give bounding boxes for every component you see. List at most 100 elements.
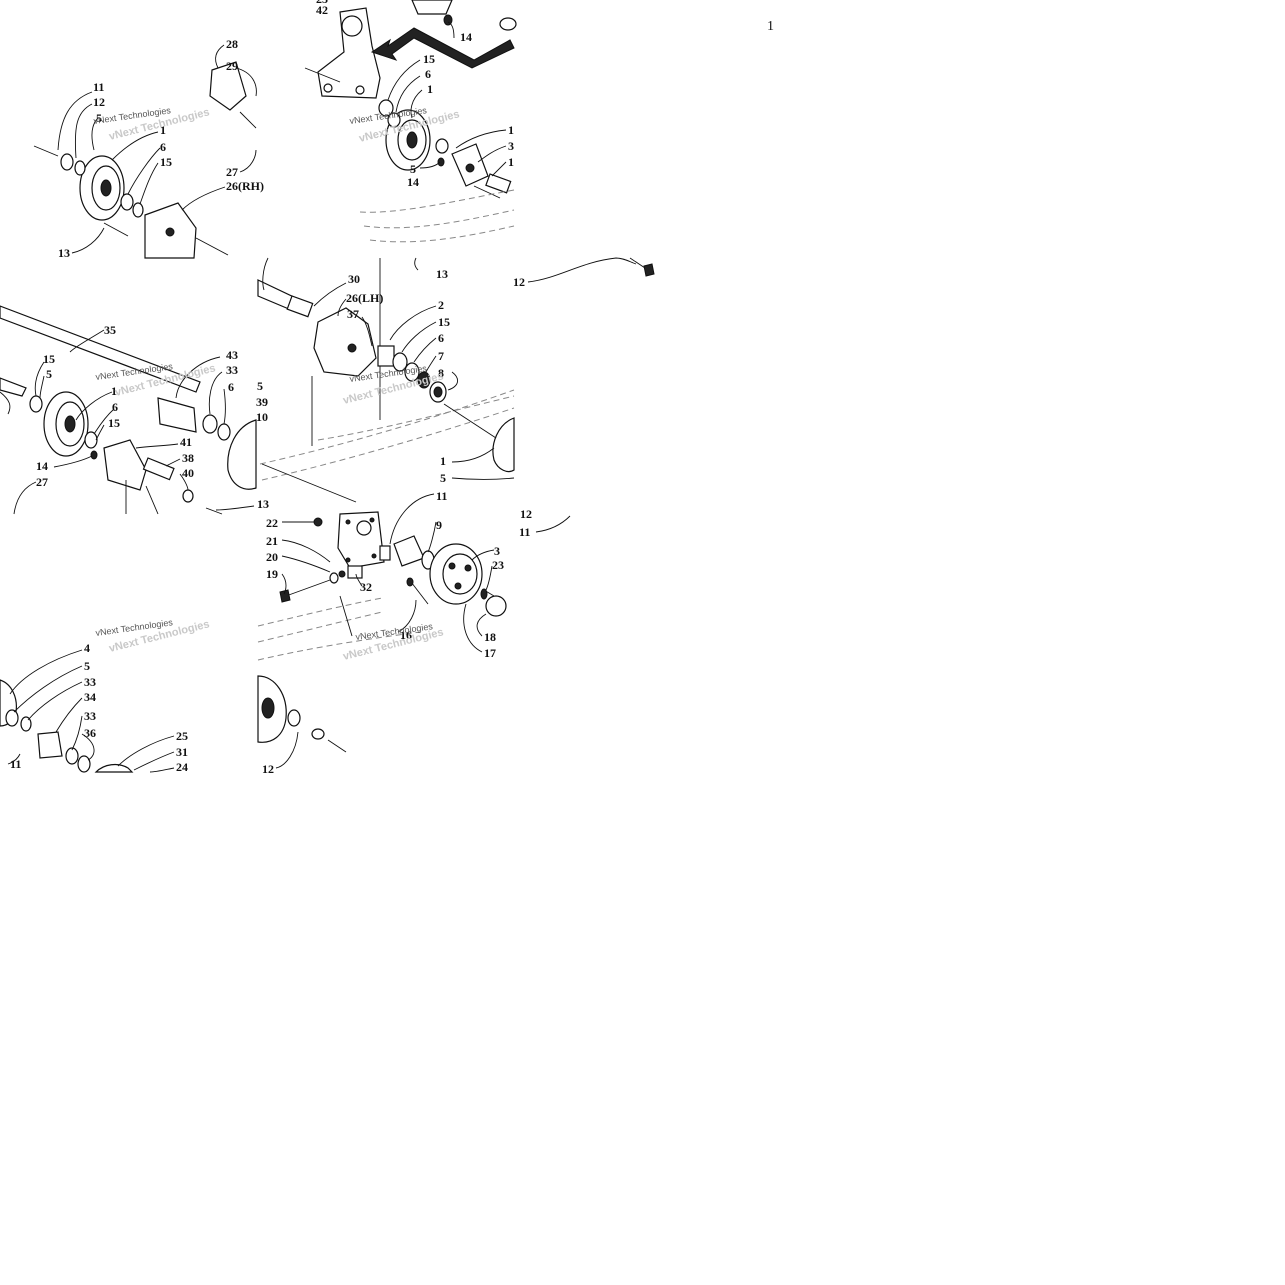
callout: 1 (111, 384, 117, 398)
callout: 38 (182, 451, 194, 465)
washer (404, 362, 420, 382)
pivot-arm (317, 7, 381, 99)
callout: 17 (484, 646, 496, 660)
callout: 24 (176, 760, 188, 774)
callout: 5 (440, 471, 446, 485)
callout: 41 (180, 435, 192, 449)
page-number: 1 (767, 19, 774, 34)
mount-bracket (209, 61, 247, 111)
callout: 10 (256, 410, 268, 424)
callout: 37 (347, 307, 359, 321)
direction-arrow (370, 27, 515, 69)
callout: 43 (226, 348, 238, 362)
bolt-head (643, 263, 655, 277)
washer (435, 138, 449, 154)
callout: 1 (427, 82, 433, 96)
washer (132, 202, 144, 218)
pulley-partial (94, 763, 134, 773)
callout: 11 (519, 525, 530, 539)
callout: 21 (266, 534, 278, 548)
washer (5, 709, 19, 727)
washer (217, 423, 231, 441)
cross-shaft (0, 305, 201, 393)
callout: 14 (36, 459, 48, 473)
callout: 11 (93, 80, 104, 94)
callout: 1 (508, 123, 514, 137)
bolt (103, 222, 129, 237)
callout: 33 (226, 363, 238, 377)
tile-lower-middle: 22 21 20 19 32 11 9 3 23 16 18 17 12 vNe… (257, 489, 507, 776)
washer (29, 395, 43, 413)
callout: 39 (256, 395, 268, 409)
mount-plate (337, 511, 385, 569)
callout: 5 (257, 379, 263, 393)
washer (392, 352, 408, 372)
tile-top-middle: 42 14 15 6 1 1 3 5 14 1 13 25 vNext Tech… (304, 0, 517, 281)
callout: 23 (492, 558, 504, 572)
callout: 11 (436, 489, 447, 503)
callout: 16 (400, 628, 412, 642)
callout: 1 (440, 454, 446, 468)
callout: 42 (316, 3, 328, 17)
washer (60, 153, 74, 171)
idler-wheel-partial (227, 419, 257, 490)
callout: 27 (226, 165, 238, 179)
callout: 36 (84, 726, 96, 740)
idler-wheel (43, 391, 89, 457)
callout: 5 (410, 162, 416, 176)
callout: 15 (43, 352, 55, 366)
washer (120, 193, 134, 211)
callout: 1 (508, 155, 514, 169)
callout: 34 (84, 690, 96, 704)
callout: 19 (266, 567, 278, 581)
callout: 26(LH) (346, 291, 383, 305)
callout: 1 (160, 123, 166, 137)
callout: 6 (160, 140, 166, 154)
callout: 14 (407, 175, 419, 189)
callout: 30 (348, 272, 360, 286)
spacer (157, 397, 197, 433)
callout: 6 (112, 400, 118, 414)
callout: 25 (316, 0, 328, 6)
washer (20, 716, 32, 732)
callout: 13 (58, 246, 70, 260)
bushing (377, 345, 395, 367)
callout: 26(RH) (226, 179, 264, 193)
callout: 40 (182, 466, 194, 480)
callout: 12 (520, 507, 532, 521)
callout: 6 (425, 67, 431, 81)
callout: 6 (228, 380, 234, 394)
callout: 5 (46, 367, 52, 381)
callout: 13 (257, 497, 269, 511)
callout: 12 (262, 762, 274, 776)
washer (202, 414, 218, 434)
callout: 25 (176, 729, 188, 743)
callout: 15 (160, 155, 172, 169)
callout: 20 (266, 550, 278, 564)
callout: 33 (84, 709, 96, 723)
dust-cap (485, 595, 507, 617)
loose-callouts: 12 11 12 (513, 257, 655, 539)
callout: 8 (438, 366, 444, 380)
callout: 31 (176, 745, 188, 759)
housing (411, 0, 453, 15)
callout: 9 (436, 518, 442, 532)
callout: 2 (438, 298, 444, 312)
callout: 27 (36, 475, 48, 489)
wheel-bracket (103, 439, 147, 491)
callout: 29 (226, 59, 238, 73)
callout: 33 (84, 675, 96, 689)
callout: 5 (84, 659, 90, 673)
washer (65, 747, 79, 765)
hub (393, 535, 425, 567)
callout: 12 (513, 275, 525, 289)
callout: 15 (423, 52, 435, 66)
callout: 35 (104, 323, 116, 337)
idler-wheel (429, 543, 483, 605)
bolt (33, 145, 59, 157)
nut (313, 517, 323, 527)
callout: 7 (438, 349, 444, 363)
washer (378, 99, 394, 117)
washer (77, 755, 91, 773)
tile-center-middle: 30 26(LH) 37 2 15 6 7 8 1 5 vNext Techno… (257, 257, 515, 503)
